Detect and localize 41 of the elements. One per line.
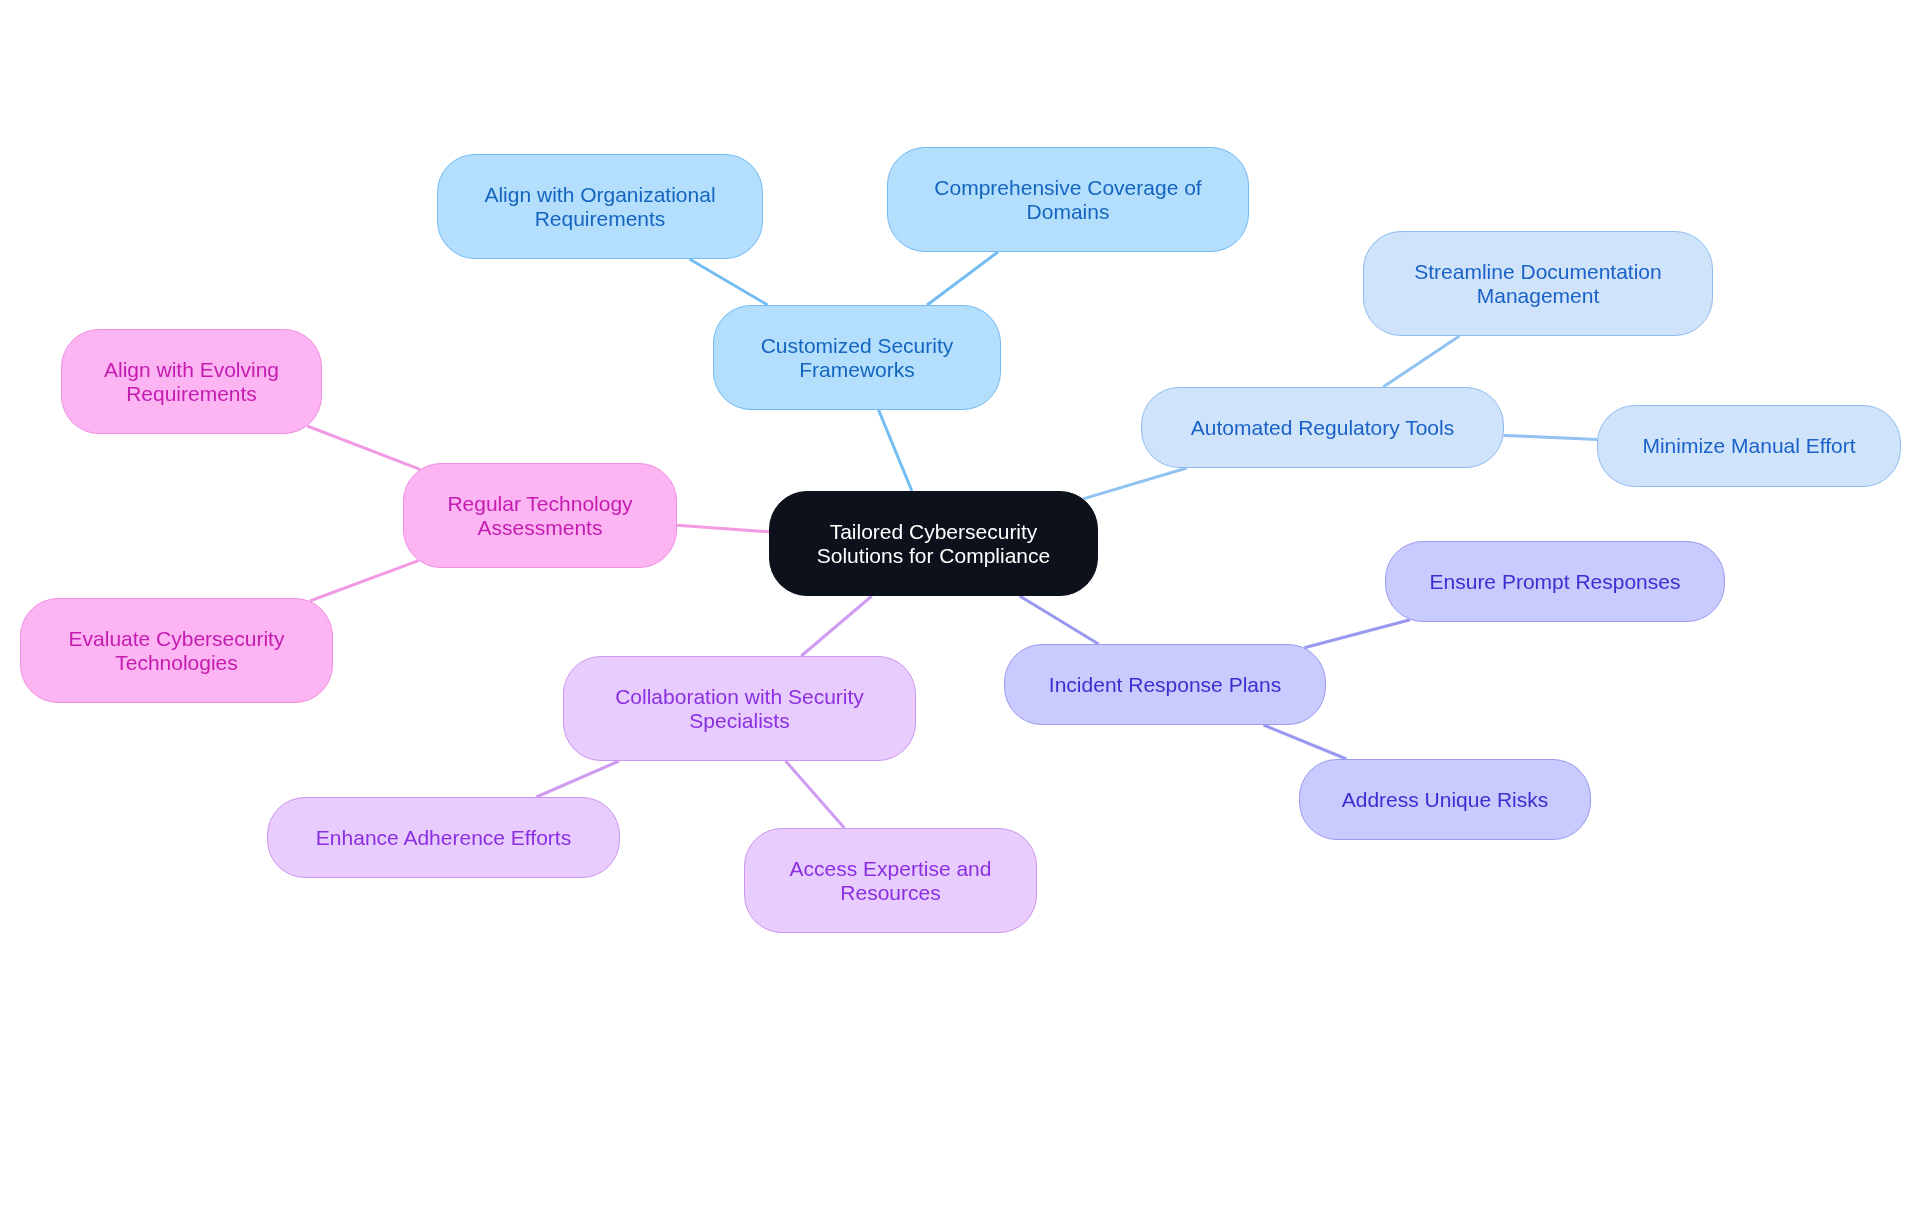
node-label: Align with Evolving Requirements — [102, 357, 281, 406]
connector-line — [784, 760, 846, 829]
connector-line — [1018, 594, 1100, 646]
topic-box — [887, 147, 1249, 252]
node-label: Align with Organizational Requirements — [483, 182, 717, 231]
node-label: Tailored Cybersecurity Solutions for Compliance — [815, 519, 1052, 568]
node-label: Collaboration with Security Specialists — [614, 684, 865, 733]
connector-line — [1263, 723, 1347, 761]
node-label: Regular Technology Assessments — [446, 491, 634, 540]
topic-box — [403, 463, 677, 568]
connector-line — [1503, 433, 1598, 441]
connector-line — [1382, 334, 1461, 389]
node-label: Incident Response Plans — [1048, 672, 1282, 697]
connector-line — [676, 523, 770, 534]
topic-box — [437, 154, 763, 259]
node-label: Address Unique Risks — [1341, 787, 1549, 812]
node-label: Comprehensive Coverage of Domains — [933, 175, 1203, 224]
topic-box — [1363, 231, 1713, 336]
node-label: Streamline Documentation Management — [1413, 259, 1663, 308]
connector-line — [926, 250, 999, 307]
topic-box — [61, 329, 322, 434]
central-topic-box — [769, 491, 1098, 596]
connector-line — [1304, 618, 1411, 650]
connector-line — [1082, 466, 1188, 501]
node-label: Access Expertise and Resources — [788, 856, 993, 905]
connector-line — [309, 559, 420, 603]
node-label: Customized Security Frameworks — [759, 333, 955, 382]
topic-box — [20, 598, 333, 703]
node-label: Evaluate Cybersecurity Technologies — [67, 626, 286, 675]
node-label: Ensure Prompt Responses — [1429, 569, 1681, 594]
node-label: Enhance Adherence Efforts — [315, 825, 572, 850]
topic-box — [563, 656, 916, 761]
connector-line — [535, 759, 620, 799]
topic-box — [713, 305, 1001, 410]
connector-line — [800, 594, 873, 658]
connector-line — [306, 424, 421, 471]
connector-line — [877, 409, 914, 492]
connector-line — [688, 257, 769, 307]
topic-box — [744, 828, 1037, 933]
node-label: Minimize Manual Effort — [1642, 434, 1856, 458]
node-label: Automated Regulatory Tools — [1190, 415, 1455, 440]
